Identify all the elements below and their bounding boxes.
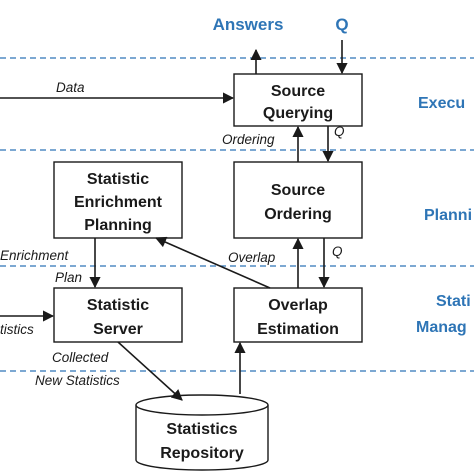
- edge-collected-stats: [117, 341, 183, 401]
- statistics-repository-cylinder: Statistics Repository: [135, 394, 269, 471]
- lane-label-statistics: Stati: [436, 293, 471, 310]
- overlap-estimation-line2: Estimation: [257, 321, 339, 338]
- source-ordering-line2: Ordering: [264, 206, 332, 223]
- edge-label-ordering: Ordering: [222, 132, 275, 147]
- overlap-estimation-box: Overlap Estimation: [233, 287, 363, 343]
- enrichment-planning-line3: Planning: [84, 217, 152, 234]
- edge-label-new-statistics: New Statistics: [35, 373, 120, 388]
- repository-line2: Repository: [160, 445, 244, 462]
- edge-label-plan: Plan: [55, 270, 82, 285]
- statistic-enrichment-planning-box: Statistic Enrichment Planning: [53, 161, 183, 239]
- answers-label: Answers: [213, 15, 284, 34]
- statistic-server-line1: Statistic: [87, 297, 149, 314]
- query-input-label: Q: [335, 15, 348, 34]
- source-querying-box: Source Querying: [233, 73, 363, 127]
- edge-label-statistics: tistics: [0, 322, 34, 337]
- source-querying-line2: Querying: [263, 105, 333, 122]
- repository-line1: Statistics: [166, 421, 237, 438]
- source-querying-line1: Source: [271, 83, 325, 100]
- edge-label-enrichment: Enrichment: [0, 248, 70, 263]
- statistic-server-line2: Server: [93, 321, 143, 338]
- lane-label-management: Manag: [416, 319, 467, 336]
- statistic-server-box: Statistic Server: [53, 287, 183, 343]
- lane-label-execution: Execu: [418, 95, 465, 112]
- edge-label-collected: Collected: [52, 350, 109, 365]
- enrichment-planning-line2: Enrichment: [74, 194, 163, 211]
- edge-label-q-plan: Q: [332, 244, 343, 259]
- source-ordering-box: Source Ordering: [233, 161, 363, 239]
- enrichment-planning-line1: Statistic: [87, 171, 149, 188]
- lane-label-planning: Planni: [424, 207, 472, 224]
- source-ordering-line1: Source: [271, 182, 325, 199]
- edge-overlap-to-planning: [154, 236, 271, 289]
- overlap-estimation-line1: Overlap: [268, 297, 328, 314]
- edge-label-q-exec: Q: [334, 124, 345, 139]
- edge-label-overlap: Overlap: [228, 250, 276, 265]
- edge-label-data: Data: [56, 80, 85, 95]
